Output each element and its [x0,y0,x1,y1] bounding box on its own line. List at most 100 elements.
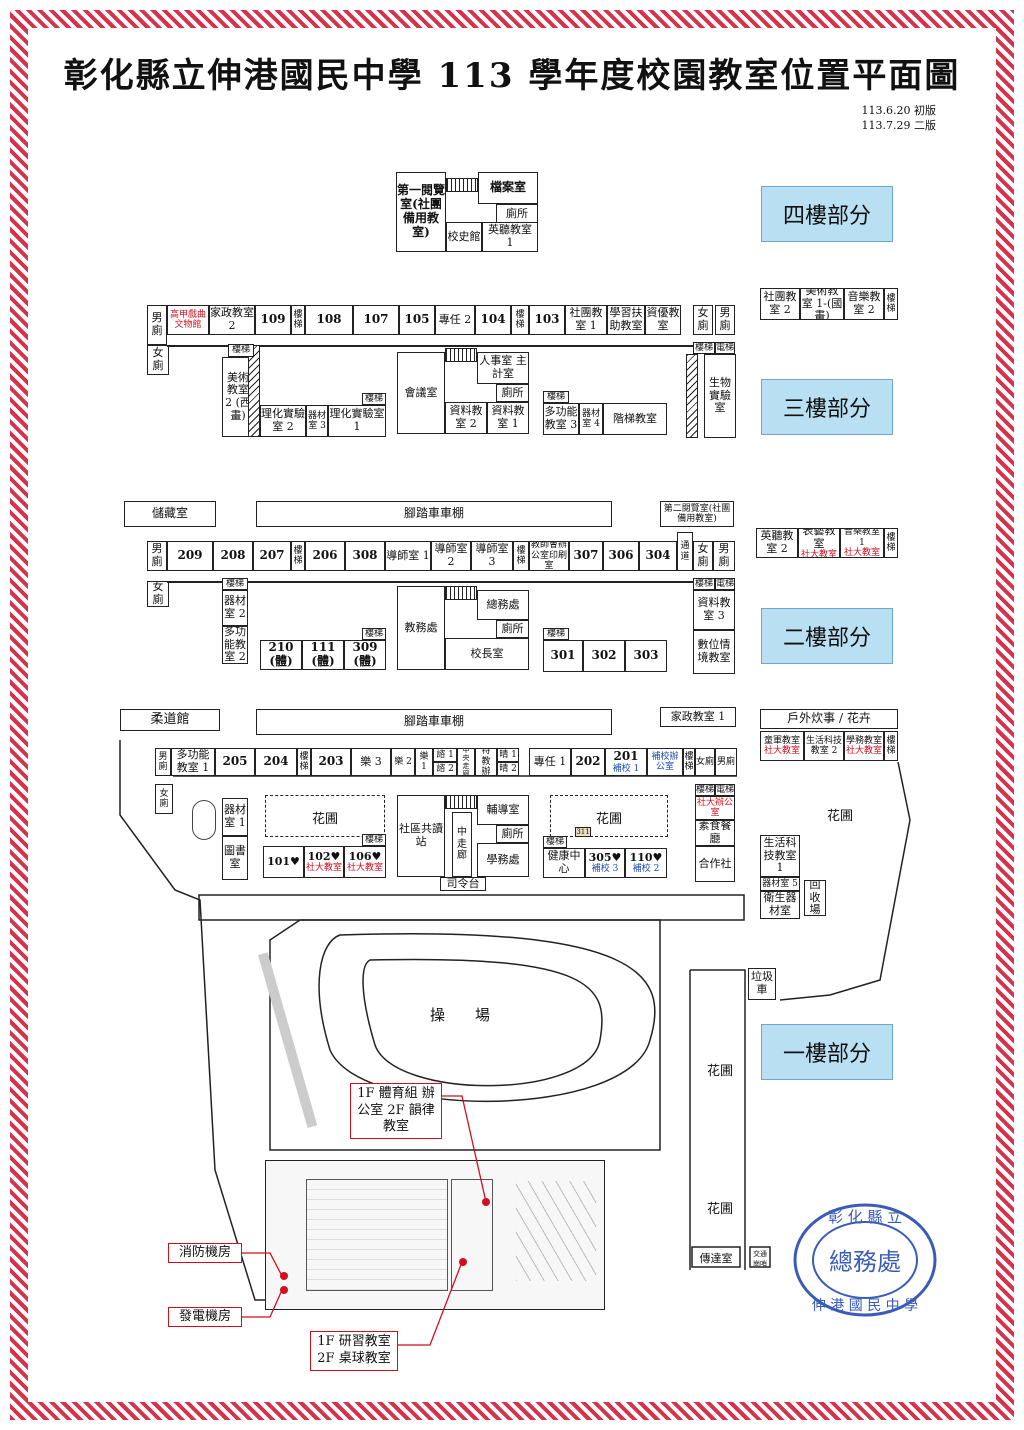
room-data-3: 資料教室 3 [693,590,735,630]
room-scout-label: 童軍教室 [763,735,800,746]
room-305: 305♥補校 3 [585,848,625,878]
wc-men-3f-b: 男廁 [715,305,735,335]
room-teacher-1: 導師室 1 [385,541,431,571]
room-home-econ-2: 家政教室 2 [209,305,255,335]
garden-west-label: 花圃 [311,812,338,827]
room-209: 209 [167,541,213,571]
room-308: 308 [345,541,385,571]
floor-label-1f: 一樓部分 [761,1024,893,1080]
room-304: 304 [639,541,677,571]
room-tech-1: 生活科技教室 1 [760,835,800,877]
room-music-1b: 樂 1 [415,748,433,776]
stair-3f-a: 樓梯 [291,305,305,335]
room-305-label: 305♥ [588,850,622,864]
room-305-number: 305 [588,850,612,864]
floor-label-3f: 三樓部分 [761,379,893,435]
room-multi-1: 多功能教室 1 [171,748,215,776]
room-adult-ed-office: 社大辦公室 [695,796,735,820]
wc-men-1f: 男廁 [155,748,171,776]
room-cooperative: 合作社 [695,846,735,882]
room-104: 104 [475,305,511,335]
room-311: 311 [575,827,591,837]
wc-men-2f-b: 男廁 [713,541,735,571]
room-210: 210 (體) [260,640,302,670]
corridor-3f-west [248,345,260,437]
gym-seating [516,1181,596,1281]
garden-east [550,795,668,837]
stair-2f-a: 樓梯 [291,541,305,571]
stair-2f-d: 樓梯 [222,578,248,590]
room-history: 校史館 [446,222,482,252]
room-109: 109 [255,305,291,335]
room-110: 110♥補校 2 [625,848,667,878]
room-storage: 儲藏室 [124,501,216,527]
room-gifted: 資優教室 [645,305,681,335]
room-mat-4: 器材室 4 [579,403,603,435]
adult-ed-tag: 社大教室 [845,746,882,756]
adult-ed-tag: 社大教室 [800,550,837,558]
room-multi-2: 多功能教室 2 [222,626,248,664]
stair-1f-c: 樓梯 [884,731,898,761]
room-107: 107 [353,305,399,335]
room-tier: 階梯教室 [603,403,667,435]
room-mat-1: 器材室 1 [222,798,248,836]
room-307: 307 [569,541,603,571]
callout-study-room: 1F 研習教室 2F 桌球教室 [310,1331,398,1371]
page-title: 彰化縣立伸港國民中學 113 學年度校園教室位置平面圖 [63,56,961,96]
room-english-1: 英聽教室 1 [482,222,538,252]
corridor-3f-east [686,354,698,438]
room-mat-5: 器材室 5 [760,877,800,891]
night-school-2-tag: 補校 2 [632,864,660,875]
basketball-court [306,1179,448,1291]
adult-ed-tag: 社大教室 [305,863,342,874]
garbage-truck: 垃圾車 [748,968,776,1000]
wc-1f-center: 廁所 [496,825,529,843]
stair-1f-e: 樓梯 [543,836,567,848]
room-scout: 童軍教室社大教室 [760,731,804,761]
wc-women-2f-b: 女廁 [147,581,169,607]
room-performing-arts: 表藝教室社大教室 [798,528,840,558]
callout-fire-room: 消防機房 [168,1243,242,1263]
room-106-number: 106 [348,849,372,863]
elevator-2f: 電梯 [715,578,735,590]
stair-1f-f: 樓梯 [695,784,715,796]
room-performing-arts-label: 表藝教室 [802,528,836,550]
wc-women-2f: 女廁 [693,541,713,571]
room-multi-3: 多功能教室 3 [543,403,579,435]
room-203: 203 [311,748,351,776]
night-school-1-tag: 補校 1 [612,763,640,774]
room-reading-1: 第一閱覽室(社團備用教室) [396,172,446,252]
room-111: 111 (體) [302,640,344,670]
room-data-1: 資料教室 1 [487,402,529,434]
traffic-post: 交通崗哨 [753,1250,767,1268]
stair-1f-center [445,795,477,809]
room-english-2-label: 英聽教室 2 [760,529,794,555]
power-room-marker [280,1286,288,1294]
room-mat-3: 器材室 3 [306,405,328,437]
room-counseling: 輔導室 [477,795,529,825]
room-hygiene: 衛生器材室 [760,891,800,919]
adult-ed-tag: 社大教室 [763,746,800,756]
gymnasium [265,1160,605,1310]
room-101-label: 101 [267,854,291,868]
stair-1f-d: 樓梯 [362,834,386,846]
stair-2f-c: 樓梯 [884,528,898,558]
room-music-3: 樂 3 [351,748,391,776]
room-mat-2: 器材室 2 [222,590,248,626]
room-bio-lab: 生物實驗室 [704,354,736,438]
adult-ed-tag: 社大教室 [843,548,880,558]
room-general-affairs: 總務處 [477,590,529,620]
podium: 司令台 [440,877,486,891]
room-205: 205 [215,748,255,776]
room-night-school-office: 補校辦公室 [647,748,683,776]
floor-label-4f: 四樓部分 [761,186,893,242]
room-108: 108 [305,305,353,335]
room-101: 101♥ [263,846,304,878]
stamp-bottom-text: 伸 港 國 民 中 學 [812,1298,918,1314]
room-library: 圖書室 [222,836,248,880]
room-principal: 校長室 [445,638,529,670]
gym-stage [451,1179,493,1291]
floor-label-2f: 二樓部分 [761,608,893,664]
